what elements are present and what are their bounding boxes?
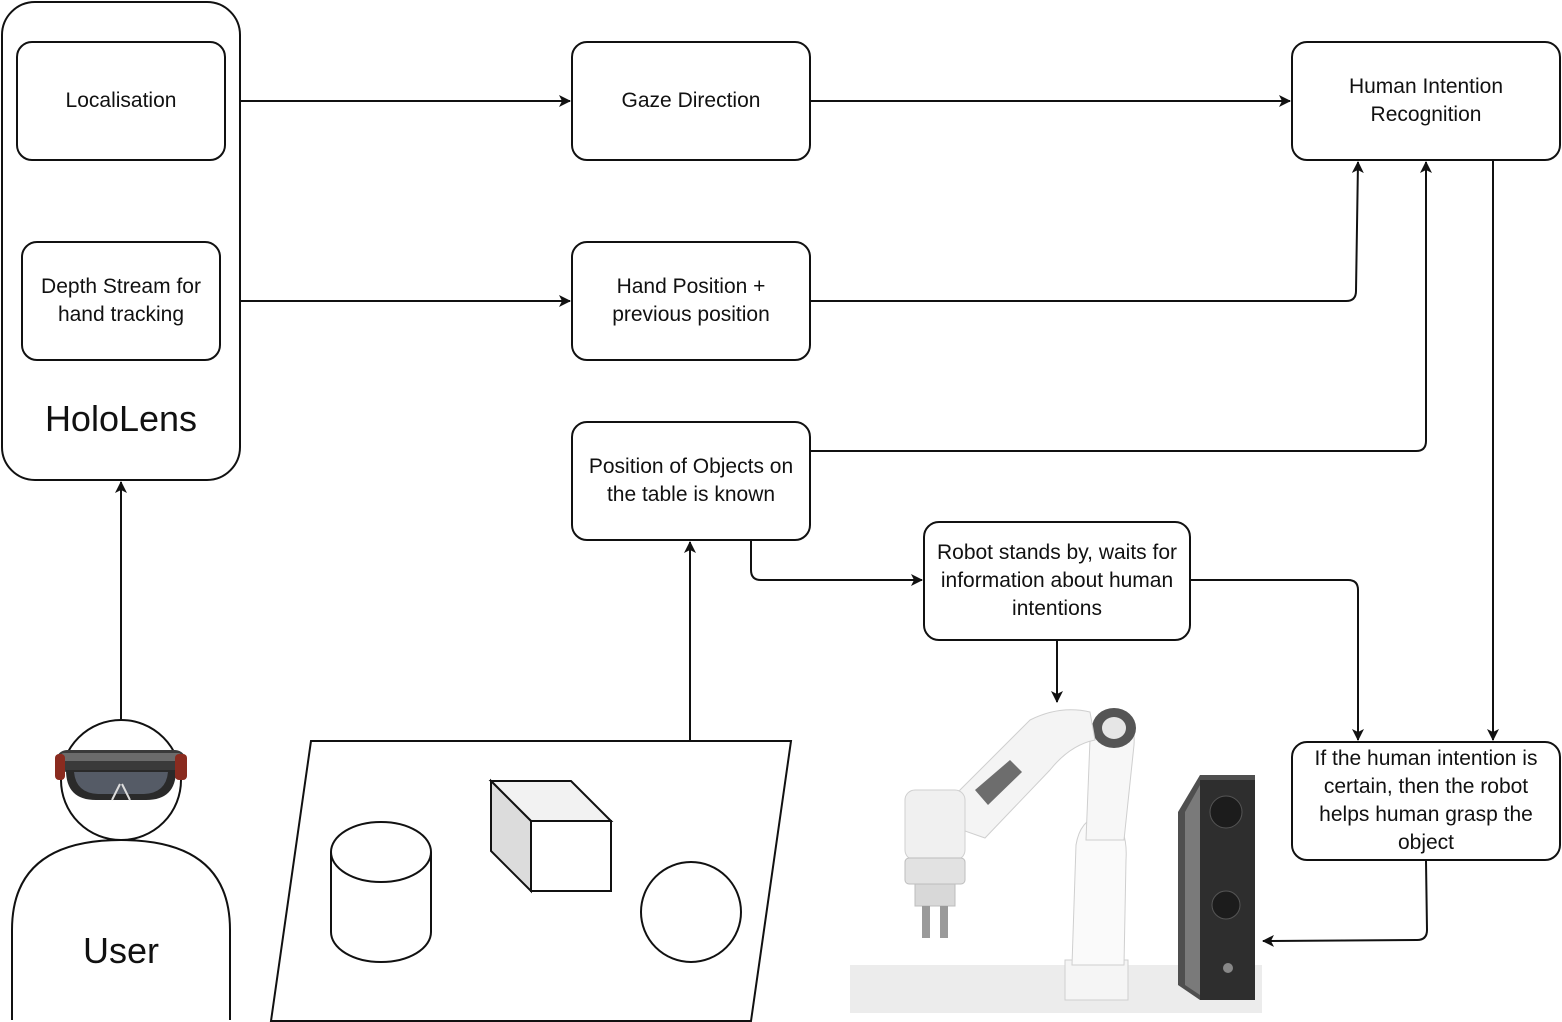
hololens-headset-icon: [55, 750, 187, 801]
gaze-direction-box: Gaze Direction: [571, 41, 811, 161]
arrow-help-to-robot: [1262, 860, 1429, 947]
cube-object-icon: [488, 778, 614, 894]
hand-position-box: Hand Position + previous position: [571, 241, 811, 361]
sphere-object-icon: [640, 861, 742, 963]
intention-recognition-box: Human Intention Recognition: [1291, 41, 1561, 161]
table-with-objects-icon: [269, 740, 793, 1022]
robot-standby-label: Robot stands by, waits for information a…: [936, 541, 1178, 620]
arrow-objects-to-standby: [750, 541, 923, 586]
robot-help-label: If the human intention is certain, then …: [1314, 747, 1538, 854]
intention-recognition-label: Human Intention Recognition: [1348, 75, 1504, 126]
localisation-label: Localisation: [65, 89, 177, 112]
user-label: User: [82, 930, 159, 971]
robot-help-box: If the human intention is certain, then …: [1291, 741, 1561, 861]
object-position-box: Position of Objects on the table is know…: [571, 421, 811, 541]
gaze-direction-label: Gaze Direction: [621, 89, 761, 112]
arrow-standby-to-help: [1190, 579, 1364, 741]
arrow-objects-to-intention: [810, 161, 1432, 452]
depth-stream-label: Depth Stream for hand tracking: [41, 275, 201, 326]
arrow-hand-to-intention: [810, 161, 1364, 302]
localisation-box: Localisation: [16, 41, 226, 161]
hololens-label: HoloLens: [44, 398, 198, 439]
depth-stream-box: Depth Stream for hand tracking: [21, 241, 221, 361]
robot-arm-image: [850, 708, 1262, 1013]
hand-position-label: Hand Position + previous position: [612, 275, 770, 326]
cylinder-object-icon: [330, 821, 432, 963]
object-position-label: Position of Objects on the table is know…: [588, 455, 794, 506]
robot-standby-box: Robot stands by, waits for information a…: [923, 521, 1191, 641]
